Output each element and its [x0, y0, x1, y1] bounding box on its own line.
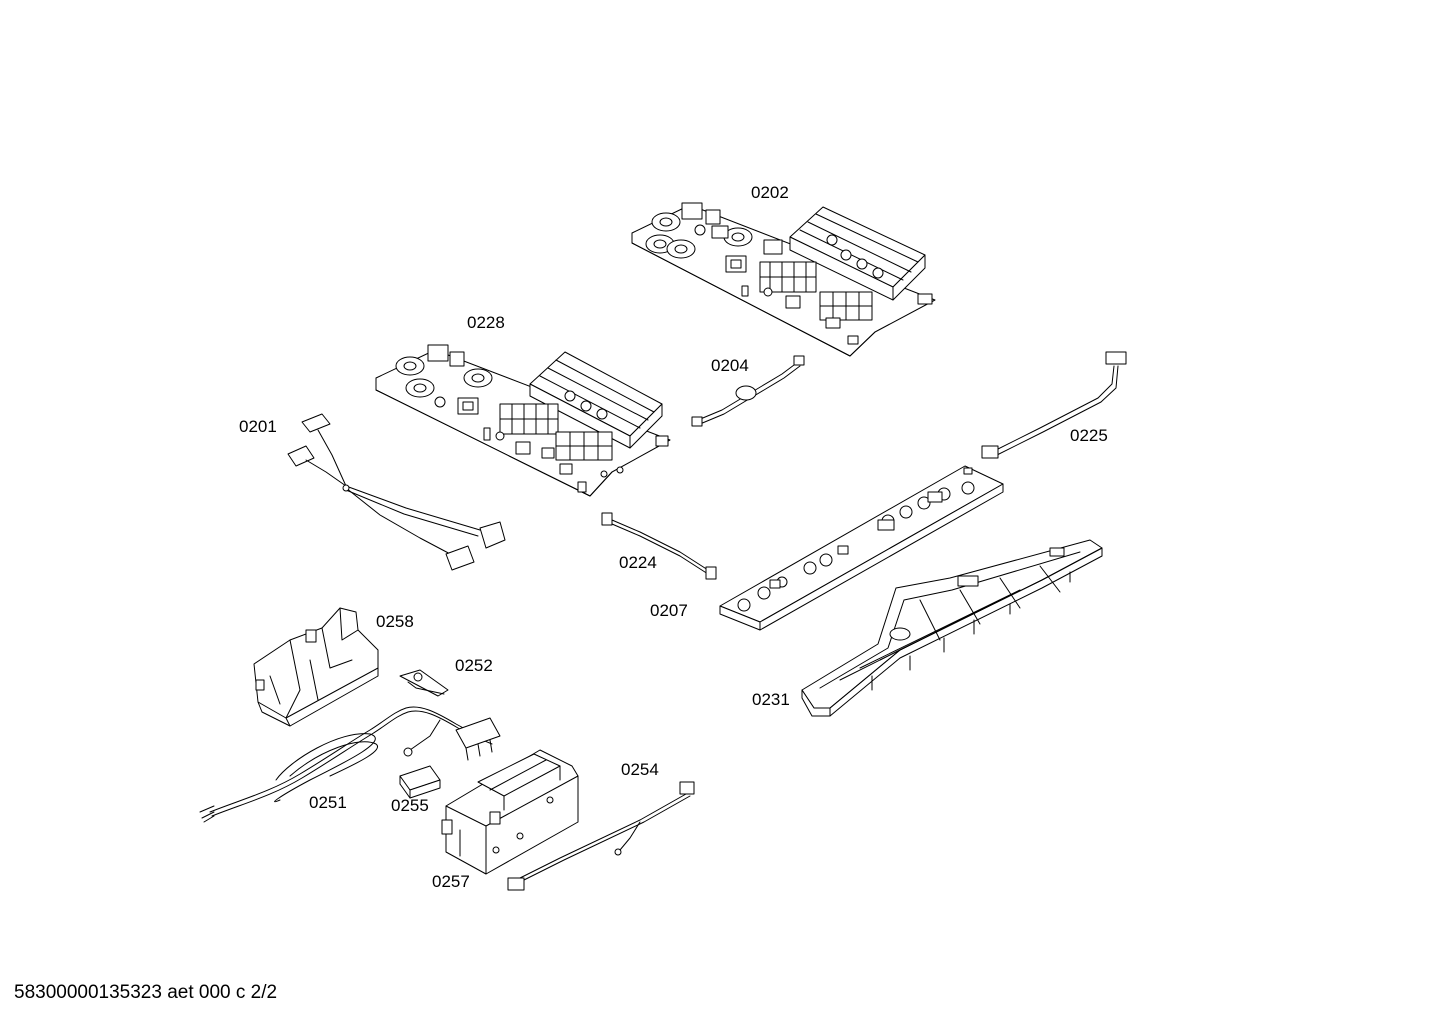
part-0201-wire-harness: [288, 414, 505, 570]
drawing-reference-footer: 58300000135323 aet 000 c 2/2: [14, 982, 278, 1003]
part-0204-ferrite-cable: [692, 356, 804, 426]
label-0254: 0254: [621, 760, 659, 779]
label-0257: 0257: [432, 872, 470, 891]
label-0201: 0201: [239, 417, 277, 436]
label-0231: 0231: [752, 690, 790, 709]
part-0224-cable: [602, 513, 716, 579]
part-0258-housing-bracket: [254, 608, 378, 726]
label-0204: 0204: [711, 356, 749, 375]
part-0257-terminal-box: [442, 750, 578, 874]
label-0225: 0225: [1070, 426, 1108, 445]
part-0255-connector: [400, 766, 440, 798]
part-0254-cable: [508, 782, 694, 890]
label-0202: 0202: [751, 183, 789, 202]
label-0224: 0224: [619, 553, 657, 572]
part-0202-power-board: [632, 203, 935, 356]
part-0231-support-frame: [802, 540, 1102, 716]
part-0225-ribbon-cable: [982, 352, 1126, 458]
label-0228: 0228: [467, 313, 505, 332]
part-0207-control-board: [720, 466, 1003, 630]
label-0252: 0252: [455, 656, 493, 675]
label-0255: 0255: [391, 796, 429, 815]
label-0258: 0258: [376, 612, 414, 631]
part-0228-power-board: [376, 345, 670, 496]
part-0251-power-cable: [200, 707, 500, 822]
label-0251: 0251: [309, 793, 347, 812]
label-0207: 0207: [650, 601, 688, 620]
part-0252-clip: [400, 670, 448, 696]
